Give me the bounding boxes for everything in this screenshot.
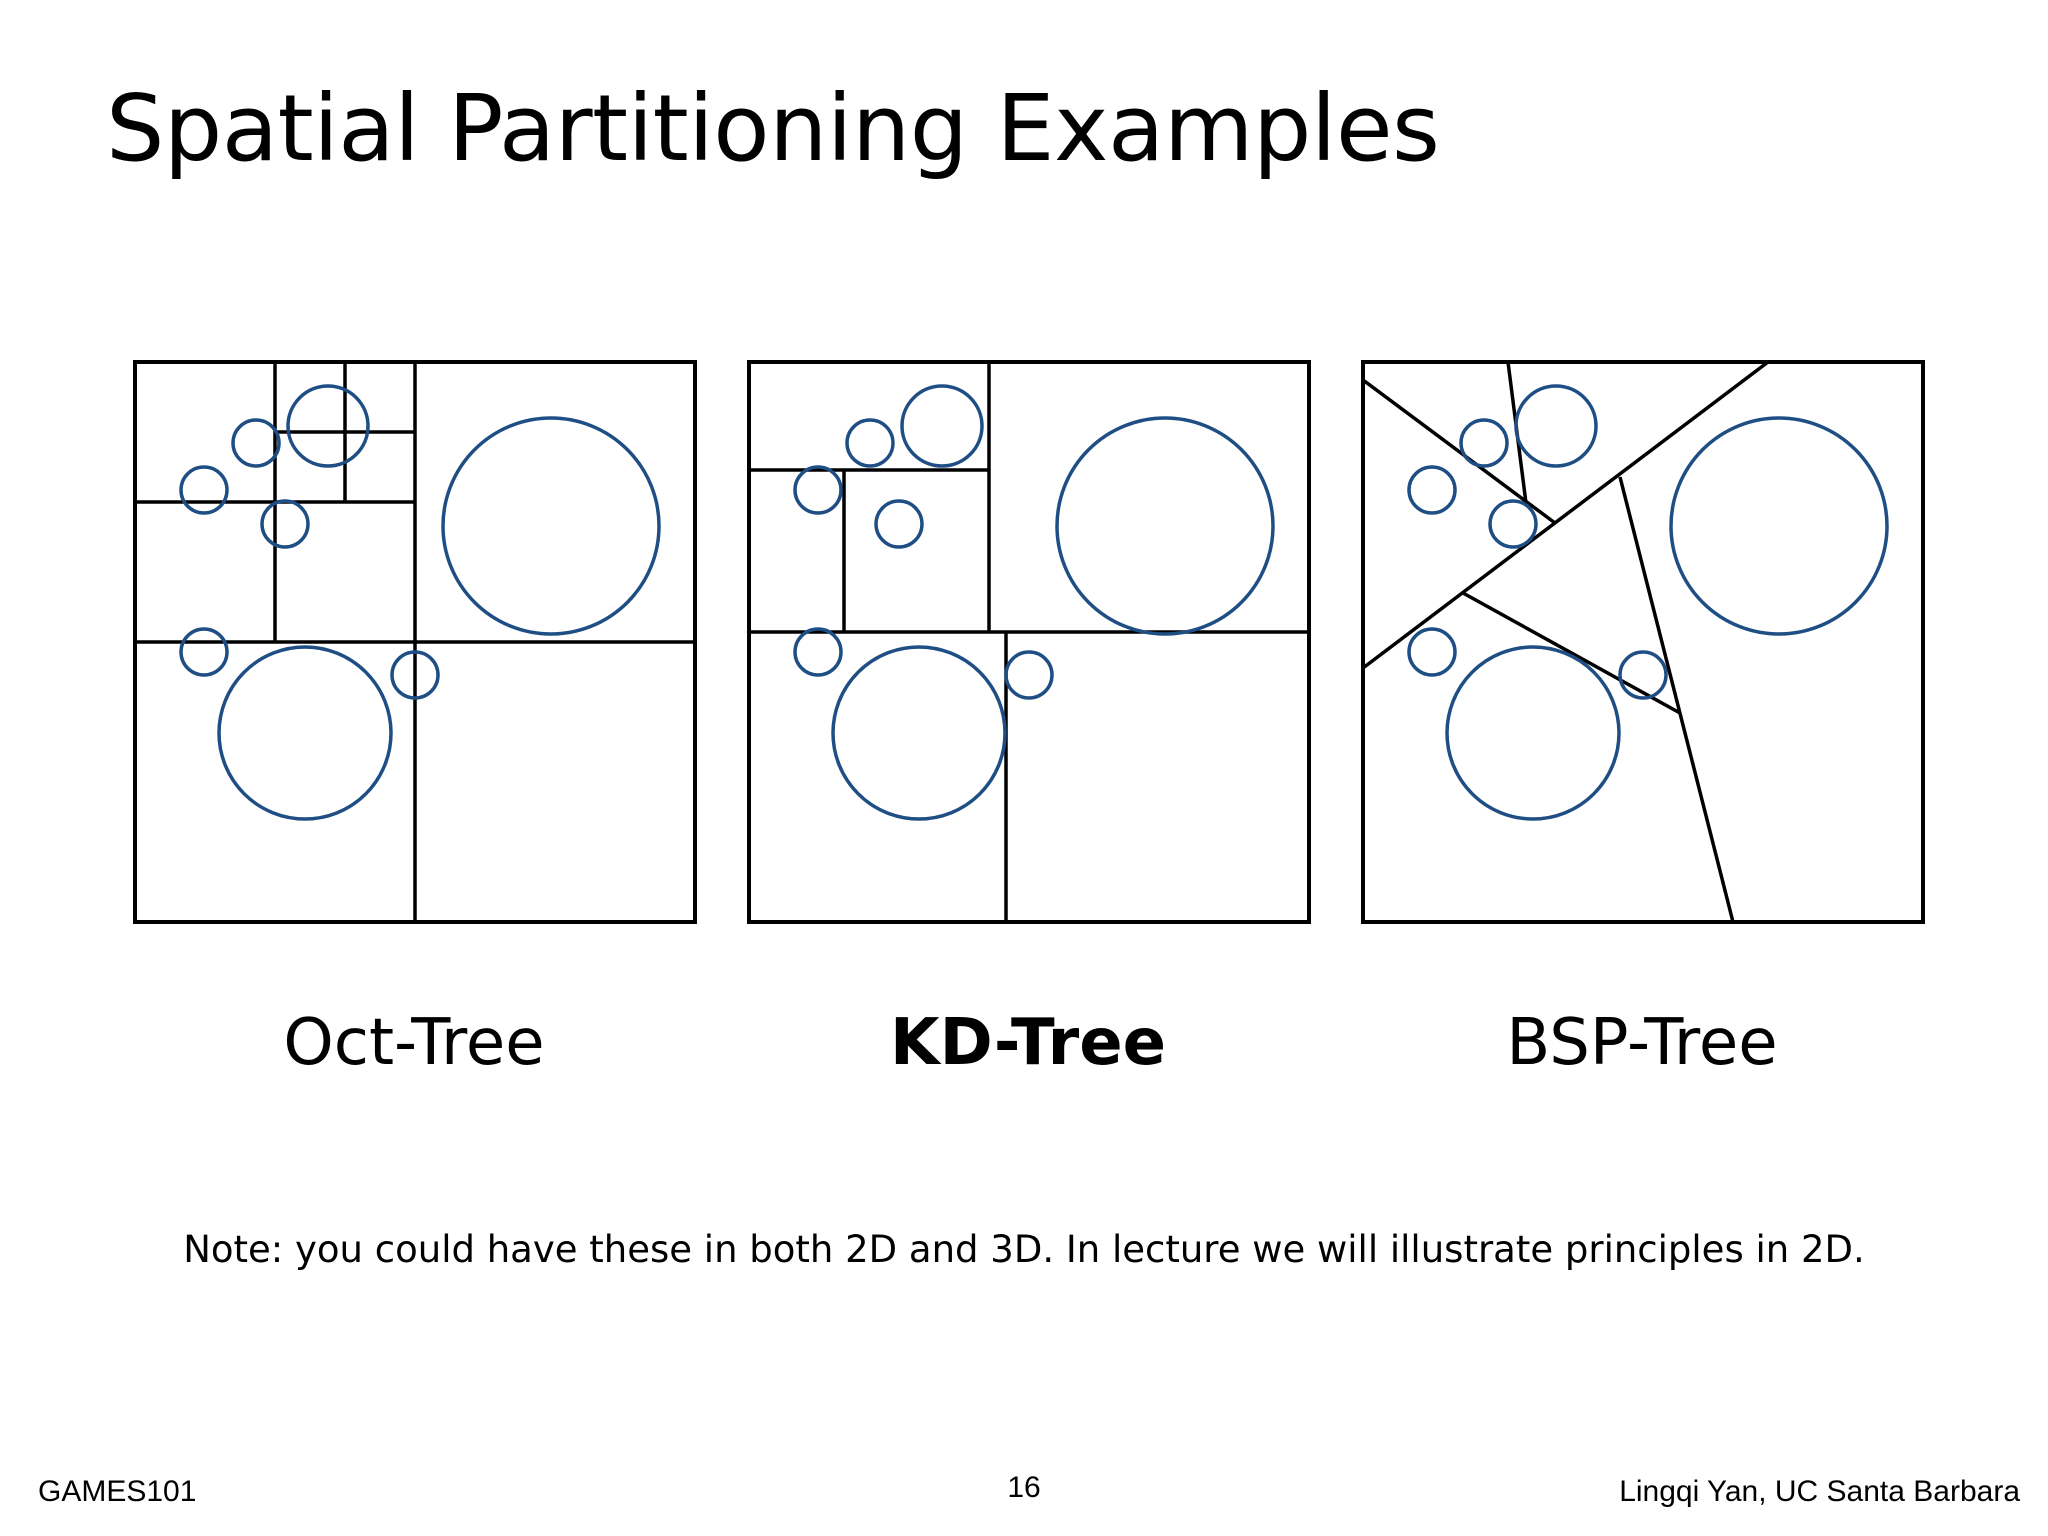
primitive-circle xyxy=(1407,627,1457,677)
partition-line xyxy=(1618,476,1735,923)
primitive-circle xyxy=(1445,645,1621,821)
kd-tree-diagram xyxy=(747,360,1311,924)
primitive-circle xyxy=(874,499,924,549)
page-number: 16 xyxy=(1007,1471,1041,1504)
primitive-circle xyxy=(231,418,281,468)
primitive-circle xyxy=(831,645,1007,821)
primitive-circle xyxy=(1488,499,1538,549)
primitive-circle xyxy=(900,384,984,468)
bsp-tree-diagram xyxy=(1361,360,1925,924)
partition-line xyxy=(1361,378,1557,525)
primitive-circle xyxy=(845,418,895,468)
primitive-circle xyxy=(179,465,229,515)
bsp-tree-caption: BSP-Tree xyxy=(1506,1006,1778,1080)
primitive-circle xyxy=(1618,650,1668,700)
primitive-circle xyxy=(1459,418,1509,468)
primitive-circle xyxy=(793,465,843,515)
primitives xyxy=(1407,384,1889,821)
primitive-circle xyxy=(1407,465,1457,515)
kd-tree-caption: KD-Tree xyxy=(889,1006,1167,1080)
primitive-circle xyxy=(793,627,843,677)
partition-line xyxy=(1462,591,1681,715)
primitives xyxy=(179,384,661,821)
primitive-circle xyxy=(286,384,370,468)
primitive-circle xyxy=(441,416,661,636)
primitive-circle xyxy=(1669,416,1889,636)
slide-title: Spatial Partitioning Examples xyxy=(106,75,1440,182)
primitive-circle xyxy=(1055,416,1275,636)
primitives xyxy=(793,384,1275,821)
bounding-box xyxy=(1361,360,1925,924)
primitive-circle xyxy=(260,499,310,549)
slide-note: Note: you could have these in both 2D an… xyxy=(183,1228,1865,1271)
oct-tree-diagram xyxy=(133,360,697,924)
primitive-circle xyxy=(1004,650,1054,700)
author-credit: Lingqi Yan, UC Santa Barbara xyxy=(1619,1475,2020,1508)
primitive-circle xyxy=(217,645,393,821)
bounding-box xyxy=(747,360,1311,924)
course-label: GAMES101 xyxy=(38,1475,197,1508)
primitive-circle xyxy=(179,627,229,677)
oct-tree-caption: Oct-Tree xyxy=(283,1006,545,1080)
partition-line xyxy=(1361,360,1770,670)
primitive-circle xyxy=(390,650,440,700)
primitive-circle xyxy=(1514,384,1598,468)
